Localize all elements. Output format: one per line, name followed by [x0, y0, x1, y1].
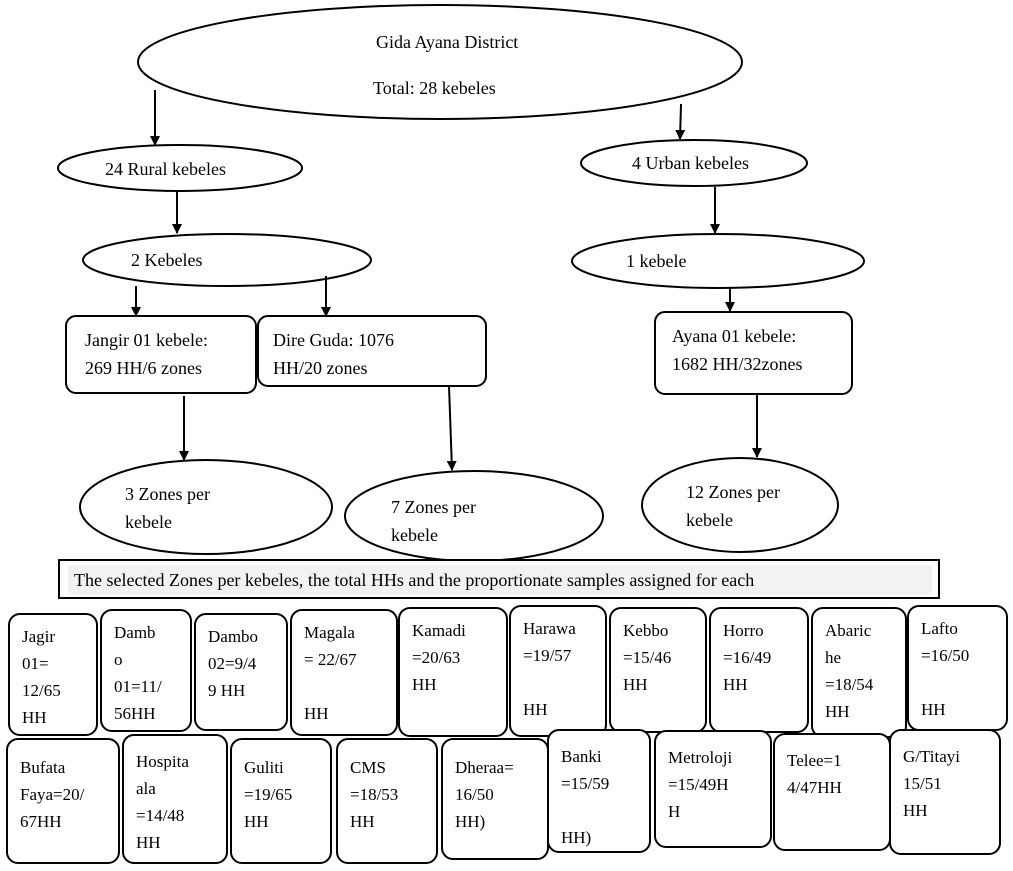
- zone-cell-text: Dambo 02=9/4 9 HH: [208, 627, 259, 700]
- zone-cell-text: Metroloji =15/49H H: [668, 748, 733, 821]
- arrow-district-urban: [675, 103, 686, 140]
- zone-cell: Telee=1 4/47HH: [773, 733, 891, 851]
- zone-cell-text: Abaric he =18/54 HH: [825, 621, 874, 721]
- urban-label: 4 Urban kebeles: [632, 153, 749, 173]
- zone-cell-text: Dheraa= 16/50 HH): [455, 758, 514, 831]
- rural-sample-ellipse: [82, 233, 372, 287]
- zone-cell-text: Harawa =19/57 HH: [523, 619, 576, 719]
- selection-banner: The selected Zones per kebeles, the tota…: [58, 559, 940, 599]
- ayana-label: Ayana 01 kebele: 1682 HH/32zones: [672, 326, 803, 374]
- zone-cell-text: G/Titayi 15/51 HH: [903, 747, 961, 820]
- urban-sample-label: 1 kebele: [626, 251, 687, 271]
- zone-cell-text: Kamadi =20/63 HH: [412, 621, 466, 694]
- zone-cell-text: CMS =18/53 HH: [350, 758, 399, 831]
- zone-cell-text: Banki =15/59 HH): [561, 747, 610, 847]
- zone-cell: Harawa =19/57 HH: [509, 605, 607, 737]
- zone-cell-text: Telee=1 4/47HH: [787, 751, 842, 797]
- banner-background: [68, 565, 932, 595]
- district-name: Gida Ayana District: [376, 32, 519, 52]
- zone-cell-text: Horro =16/49 HH: [723, 621, 772, 694]
- rural-sample-label: 2 Kebeles: [131, 250, 203, 270]
- zone-cell: CMS =18/53 HH: [336, 738, 438, 864]
- zone-cell: Horro =16/49 HH: [709, 607, 809, 733]
- zone-cell: Hospita ala =14/48 HH: [122, 734, 228, 864]
- zone-cell: Jagir 01= 12/65 HH: [8, 613, 98, 736]
- zone-cell: Dambo 02=9/4 9 HH: [194, 613, 288, 731]
- zones-jangir-label: 3 Zones per kebele: [125, 484, 210, 532]
- zone-cell: G/Titayi 15/51 HH: [889, 729, 1001, 855]
- zone-cell-text: Kebbo =15/46 HH: [623, 621, 672, 694]
- zone-cell-text: Bufata Faya=20/ 67HH: [20, 758, 85, 831]
- zone-cell: Lafto =16/50 HH: [907, 605, 1008, 731]
- zone-cell: Banki =15/59 HH): [547, 729, 651, 853]
- dire-guda-label: Dire Guda: 1076 HH/20 zones: [273, 330, 394, 378]
- rural-label: 24 Rural kebeles: [105, 159, 226, 179]
- zone-cell-text: Lafto =16/50 HH: [921, 619, 970, 719]
- ayana-box: [654, 311, 853, 395]
- urban-sample-ellipse: [571, 233, 865, 289]
- zone-cell: Kamadi =20/63 HH: [398, 607, 508, 737]
- zone-cell-text: Damb o 01=11/ 56HH: [114, 623, 162, 723]
- zone-cell: Dheraa= 16/50 HH): [441, 738, 549, 860]
- zone-cell: Damb o 01=11/ 56HH: [100, 609, 192, 732]
- district-total: Total: 28 kebeles: [373, 78, 496, 98]
- jangir-label: Jangir 01 kebele: 269 HH/6 zones: [85, 330, 208, 378]
- zone-cell: Metroloji =15/49H H: [654, 730, 772, 848]
- zones-ayana-ellipse: [641, 457, 839, 553]
- zone-cell: Bufata Faya=20/ 67HH: [6, 738, 120, 864]
- zone-cell: Magala = 22/67 HH: [290, 609, 398, 736]
- banner-text: The selected Zones per kebeles, the tota…: [74, 570, 755, 590]
- zone-cell: Kebbo =15/46 HH: [609, 607, 707, 733]
- zone-cell: Guliti =19/65 HH: [230, 738, 332, 864]
- zones-jangir-ellipse: [79, 459, 333, 555]
- zone-cell-text: Guliti =19/65 HH: [244, 758, 293, 831]
- rural-ellipse: [57, 144, 303, 192]
- dire-guda-box: [257, 315, 487, 387]
- zones-ayana-label: 12 Zones per kebele: [686, 482, 780, 530]
- zones-dire-label: 7 Zones per kebele: [391, 497, 476, 545]
- jangir-box: [65, 315, 257, 394]
- zone-cell-text: Magala = 22/67 HH: [304, 623, 357, 723]
- zone-cell-text: Hospita ala =14/48 HH: [136, 752, 189, 852]
- urban-ellipse: [580, 139, 808, 187]
- zone-cell-text: Jagir 01= 12/65 HH: [22, 627, 61, 727]
- zone-cell: Abaric he =18/54 HH: [811, 607, 907, 738]
- district-ellipse: [137, 4, 743, 120]
- arrow-dire-zones: [446, 385, 457, 471]
